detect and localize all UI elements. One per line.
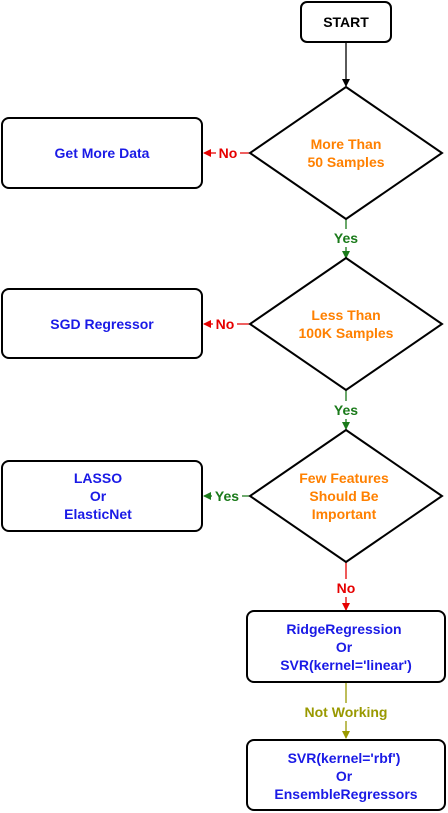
edge-label-no-3: No [337, 580, 356, 596]
ridge-line2: Or [336, 639, 353, 655]
edge-label-not-working: Not Working [305, 704, 388, 720]
start-label: START [323, 14, 369, 30]
edge-label-yes-2: Yes [334, 402, 358, 418]
edge-label-no-1: No [219, 145, 238, 161]
edge-label-no-2: No [216, 316, 235, 332]
decision-100k-line2: 100K Samples [299, 325, 394, 341]
decision-more-than-50-samples: More Than 50 Samples [248, 85, 444, 221]
decision-features-line2: Should Be [309, 488, 378, 504]
lasso-line1: LASSO [74, 470, 122, 486]
lasso-elasticnet-node: LASSO Or ElasticNet [1, 460, 203, 532]
svr-rbf-line3: EnsembleRegressors [274, 786, 417, 802]
sgd-regressor-label: SGD Regressor [50, 316, 154, 332]
edge-label-yes-1: Yes [334, 230, 358, 246]
edge-label-yes-3: Yes [215, 488, 239, 504]
decision-less-than-100k-samples: Less Than 100K Samples [248, 256, 444, 392]
svr-rbf-line1: SVR(kernel='rbf') [288, 750, 401, 766]
svr-rbf-line2: Or [336, 768, 353, 784]
ridge-line1: RidgeRegression [286, 621, 401, 637]
decision-features-line1: Few Features [299, 470, 389, 486]
decision-few-features-important: Few Features Should Be Important [248, 428, 444, 564]
lasso-line2: Or [90, 488, 107, 504]
decision-100k-line1: Less Than [311, 307, 380, 323]
get-more-data-label: Get More Data [55, 145, 150, 161]
sgd-regressor-node: SGD Regressor [1, 288, 203, 359]
start-node: START [300, 1, 392, 43]
decision-samples-line2: 50 Samples [307, 154, 384, 170]
decision-samples-line1: More Than [311, 136, 382, 152]
ridge-regression-node: RidgeRegression Or SVR(kernel='linear') [246, 610, 446, 683]
ridge-line3: SVR(kernel='linear') [280, 657, 412, 673]
svr-rbf-node: SVR(kernel='rbf') Or EnsembleRegressors [246, 739, 446, 811]
lasso-line3: ElasticNet [64, 506, 132, 522]
decision-features-line3: Important [312, 506, 377, 522]
get-more-data-node: Get More Data [1, 117, 203, 189]
